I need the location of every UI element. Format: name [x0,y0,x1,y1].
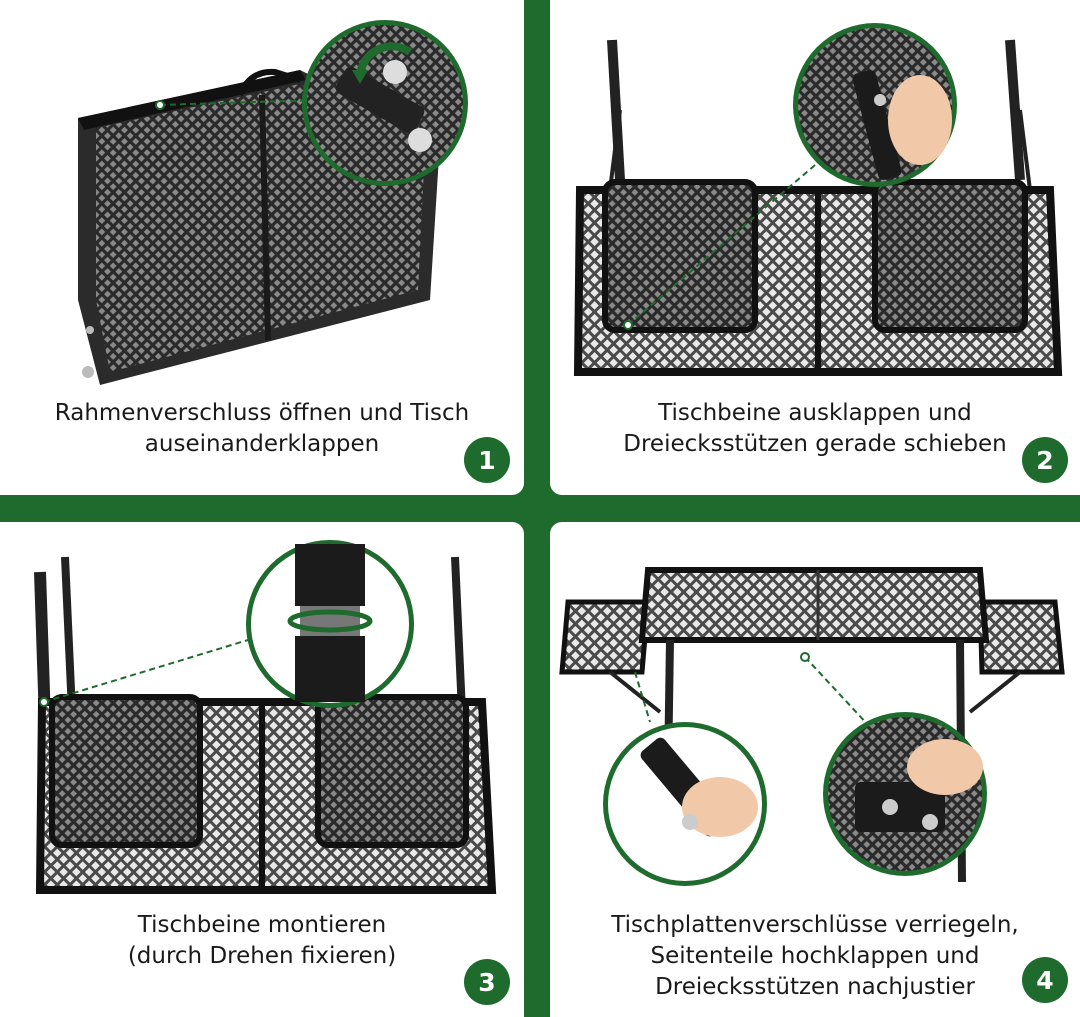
caption-line: Tischbeine montieren [137,912,387,938]
caption-line: Rahmenverschluss öffnen und Tisch [54,400,470,426]
assembled-table-illustration [559,567,1065,886]
step-2-panel: Tischbeine ausklappen und Dreiecksstütze… [550,0,1080,495]
step-badge: 4 [1022,957,1068,1003]
step-1-panel: Rahmenverschluss öffnen und Tisch ausein… [0,0,524,495]
caption-line: Dreiecksstützen nachjustier [655,974,975,1000]
step-2-caption: Tischbeine ausklappen und Dreiecksstütze… [550,398,1080,460]
step-3-panel: Tischbeine montieren (durch Drehen fixie… [0,522,524,1017]
step-3-caption: Tischbeine montieren (durch Drehen fixie… [0,910,524,972]
caption-line: Tischbeine ausklappen und [658,400,972,426]
step-badge: 2 [1022,437,1068,483]
caption-line: Tischplattenverschlüsse verriegeln, [611,912,1019,938]
upside-down-table-illustration [573,23,1063,376]
caption-line: auseinanderklappen [144,431,380,457]
leg-mounting-illustration [34,540,497,894]
caption-line: Dreiecksstützen gerade schieben [623,431,1007,457]
step-4-panel: Tischplattenverschlüsse verriegeln, Seit… [550,522,1080,1017]
step-1-caption: Rahmenverschluss öffnen und Tisch ausein… [0,398,524,460]
caption-line: (durch Drehen fixieren) [127,943,397,969]
step-badge: 1 [464,437,510,483]
step-badge: 3 [464,959,510,1005]
step-4-caption: Tischplattenverschlüsse verriegeln, Seit… [550,910,1080,1003]
caption-line: Seitenteile hochklappen und [650,943,980,969]
folded-table-illustration [78,20,468,385]
